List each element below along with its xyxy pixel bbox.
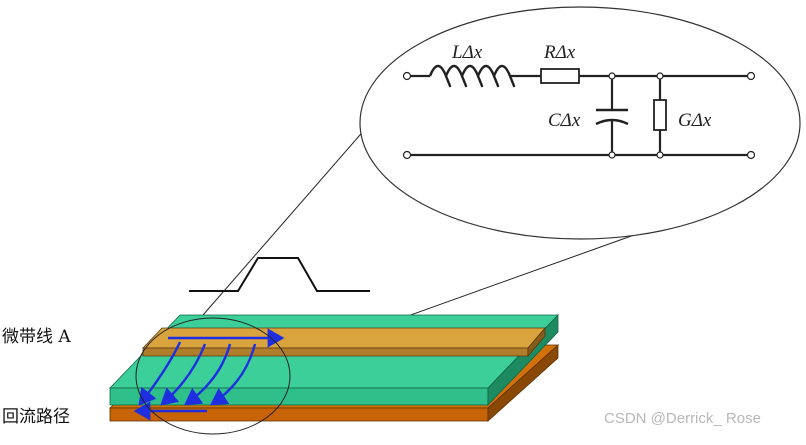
terminal-top-right [746, 71, 756, 81]
terminal-bottom-right [746, 150, 756, 160]
field-arrow-2 [160, 343, 207, 406]
conductance-symbol [653, 99, 667, 131]
zoom-source-ellipse [135, 317, 291, 435]
ground-plane-side [487, 344, 559, 422]
pulse-waveform [189, 257, 370, 292]
capacitor-label: CΔx [548, 110, 581, 131]
field-arrow-3 [184, 343, 232, 406]
conductance-label: GΔx [678, 110, 712, 131]
resistor-symbol [540, 68, 580, 84]
watermark: CSDN @Derrick_ Rose [604, 410, 761, 427]
terminal-top-left [402, 71, 412, 81]
microstrip-label: 微带线 A [2, 327, 71, 347]
equivalent-circuit [402, 64, 756, 160]
zoom-line-left [182, 111, 381, 339]
current-flow [133, 328, 285, 421]
field-arrow-1 [138, 341, 182, 406]
field-arrow-4 [210, 343, 257, 406]
inductor-symbol [428, 64, 516, 88]
return-path-label: 回流路径 [2, 407, 70, 427]
terminal-bottom-left [402, 150, 412, 160]
resistor-label: RΔx [543, 42, 576, 63]
dielectric-front [109, 387, 489, 406]
inductor-label: LΔx [451, 42, 483, 63]
microstrip-trace-side [527, 326, 546, 358]
pcb-stack [108, 314, 560, 422]
